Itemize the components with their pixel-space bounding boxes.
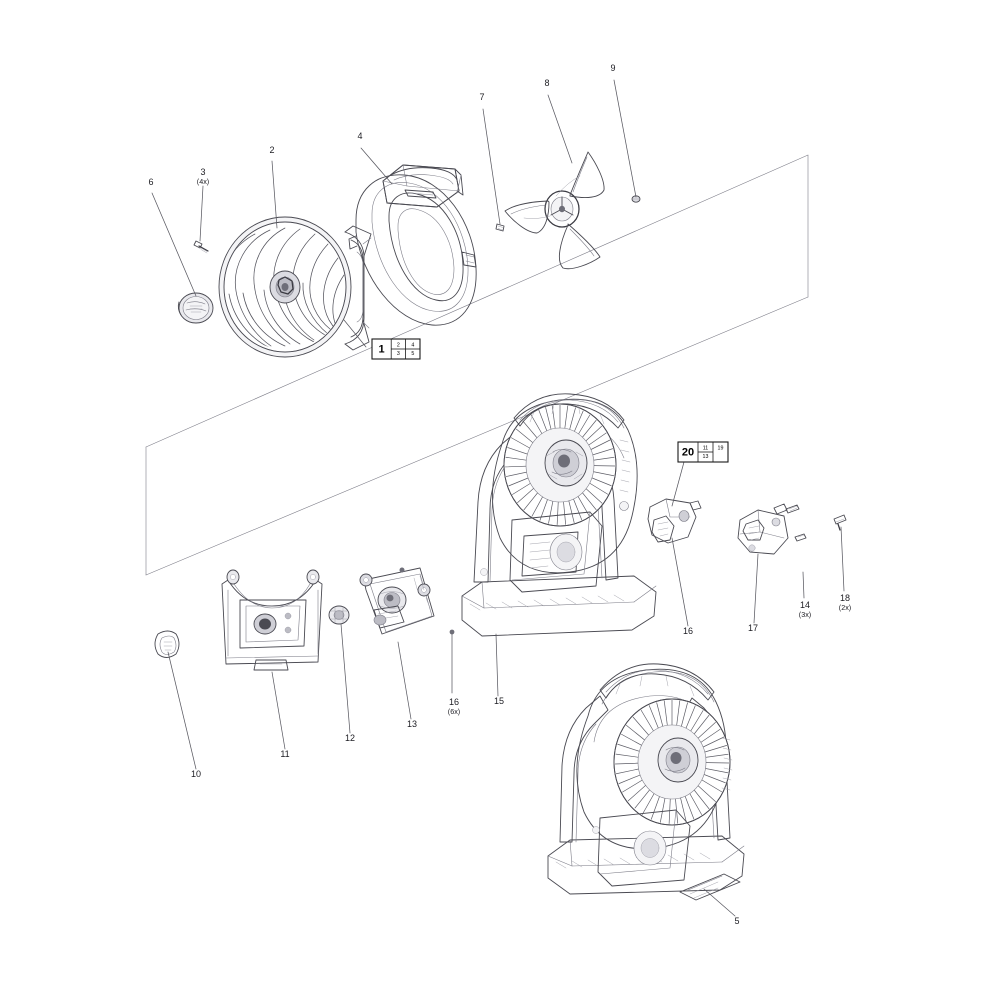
part-label-quantity: (2x) <box>839 603 851 612</box>
part-label-5: 5 <box>734 916 739 926</box>
part-label-number: 17 <box>748 623 758 633</box>
part-label-11: 11 <box>280 749 289 759</box>
part-motor-clamp-band <box>348 164 477 326</box>
part-label-9: 9 <box>610 63 615 73</box>
part-screw-short <box>785 504 807 542</box>
part-label-quantity: (4x) <box>197 177 209 186</box>
part-label-8: 8 <box>544 78 549 88</box>
part-label-number: 5 <box>734 916 739 926</box>
part-knob-cap <box>154 630 180 658</box>
part-label-16: 16 <box>683 626 693 636</box>
part-label-number: 18 <box>840 593 850 603</box>
callout-cell-bottom: 5 <box>411 351 414 357</box>
callout-primary-number: 1 <box>379 343 385 355</box>
part-label-2: 2 <box>269 145 274 155</box>
part-label-4: 4 <box>357 131 362 141</box>
leader-lines <box>151 79 845 917</box>
part-control-panel-housing <box>221 569 323 671</box>
callout-primary-number: 20 <box>682 446 694 458</box>
part-label-number: 14 <box>800 600 810 610</box>
part-label-6: 6 <box>148 177 153 187</box>
callout-cell-bottom: 3 <box>397 351 400 357</box>
part-label-16: 16(6x) <box>448 697 460 716</box>
part-label-number: 13 <box>407 719 417 729</box>
part-label-number: 8 <box>544 78 549 88</box>
part-label-number: 2 <box>269 145 274 155</box>
part-label-12: 12 <box>345 733 355 743</box>
part-screw-terminal <box>833 514 847 531</box>
part-label-number: 7 <box>479 92 484 102</box>
callout-cell-top: 19 <box>718 445 724 451</box>
part-motor-shaft <box>495 223 505 232</box>
part-label-number: 12 <box>345 733 355 743</box>
part-rating-nameplate <box>679 873 741 901</box>
part-label-18: 18(2x) <box>839 593 851 612</box>
callout-cell-top: 11 <box>703 445 709 451</box>
part-screw-housing <box>449 629 455 635</box>
part-end-cap-plug <box>177 292 214 324</box>
callout-cell-bottom: 13 <box>703 454 709 460</box>
part-label-number: 11 <box>280 749 289 759</box>
part-bushing-grommet <box>328 605 350 625</box>
part-label-3: 3(4x) <box>197 167 209 186</box>
part-wire-harness-bracket <box>647 498 702 544</box>
part-label-7: 7 <box>479 92 484 102</box>
part-label-10: 10 <box>191 769 201 779</box>
part-label-number: 16 <box>683 626 693 636</box>
part-label-number: 3 <box>200 167 205 177</box>
part-label-number: 6 <box>148 177 153 187</box>
part-label-13: 13 <box>407 719 417 729</box>
callout-boxes: 1 2 3 4 5 20 11 13 19 <box>371 338 729 463</box>
part-screw-fastener <box>193 240 209 254</box>
part-label-number: 9 <box>610 63 615 73</box>
callout-cell-top: 2 <box>397 342 400 348</box>
callout-20: 20 11 13 19 <box>677 441 729 463</box>
callout-1: 1 2 3 4 5 <box>371 338 421 360</box>
part-label-15: 15 <box>494 696 504 706</box>
part-motor-assembly <box>547 663 745 895</box>
part-label-number: 16 <box>449 697 459 707</box>
part-label-number: 4 <box>357 131 362 141</box>
part-centrifugal-fan-wheel <box>218 216 372 358</box>
part-switch-control-module <box>359 567 435 635</box>
part-label-number: 15 <box>494 696 504 706</box>
part-label-quantity: (3x) <box>799 610 811 619</box>
part-label-17: 17 <box>748 623 758 633</box>
part-terminal-block <box>737 503 789 555</box>
part-motor-housing-base <box>461 393 657 637</box>
part-label-quantity: (6x) <box>448 707 460 716</box>
part-label-number: 10 <box>191 769 201 779</box>
part-propeller-fan-blade <box>504 151 605 270</box>
part-label-14: 14(3x) <box>799 600 811 619</box>
upper-assembly-bracket <box>145 154 809 576</box>
callout-cell-top: 4 <box>411 342 414 348</box>
